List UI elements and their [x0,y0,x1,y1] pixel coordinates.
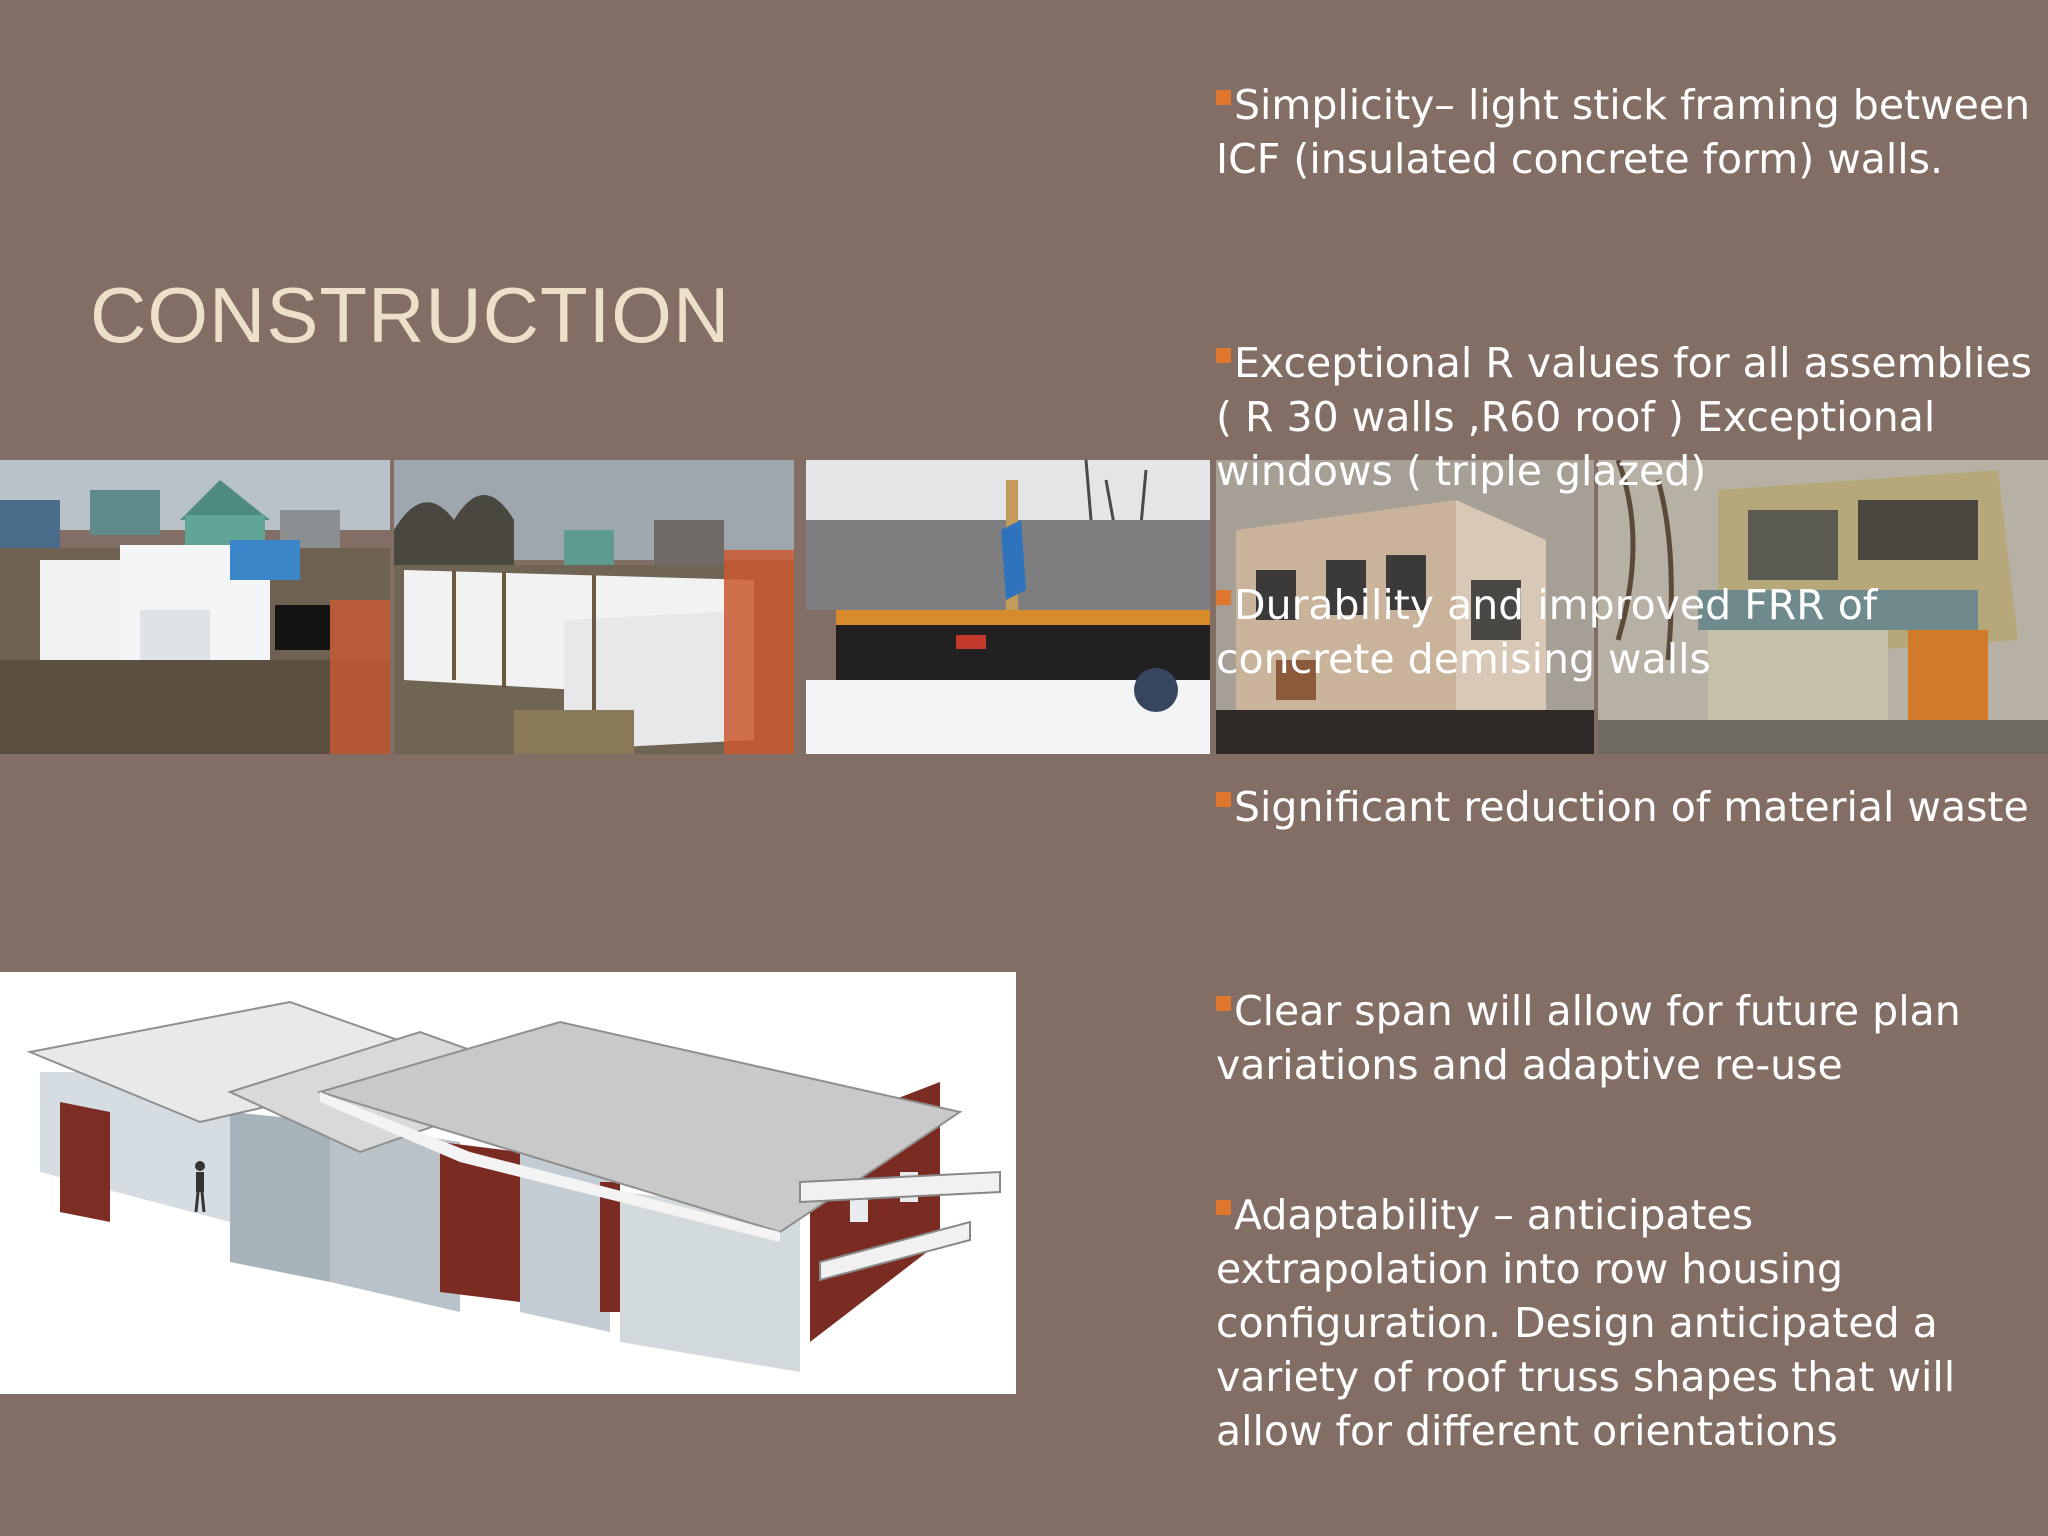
bullet-item: Simplicity– light stick framing between … [1216,81,2031,183]
slide-title: CONSTRUCTION [90,271,731,359]
icf-walls-photo [394,460,794,754]
bullet-item: Significant reduction of material waste [1216,780,2036,834]
bullet-marker-icon [1216,1200,1231,1215]
house-framing-photo [1216,460,1594,754]
bullet-marker-icon [1216,348,1231,363]
icf-blocks-photo [0,460,390,754]
finished-house-photo [1598,460,2048,754]
bullet-marker-icon [1216,90,1231,105]
construction-photo-strip [0,460,2048,754]
building-3d-rendering [0,972,1016,1394]
bullet-marker-icon [1216,590,1231,605]
bullet-marker-icon [1216,792,1231,807]
bullet-item: Exceptional R values for all assemblies … [1216,339,2032,495]
bullet-item: Durability and improved FRR of concrete … [1216,581,1878,683]
bullet-item: Clear span will allow for future plan va… [1216,987,1961,1089]
framing-winter-photo [806,460,1210,754]
bullet-marker-icon [1216,996,1231,1011]
bullet-item: Adaptability – anticipates extrapolation… [1216,1191,1956,1455]
